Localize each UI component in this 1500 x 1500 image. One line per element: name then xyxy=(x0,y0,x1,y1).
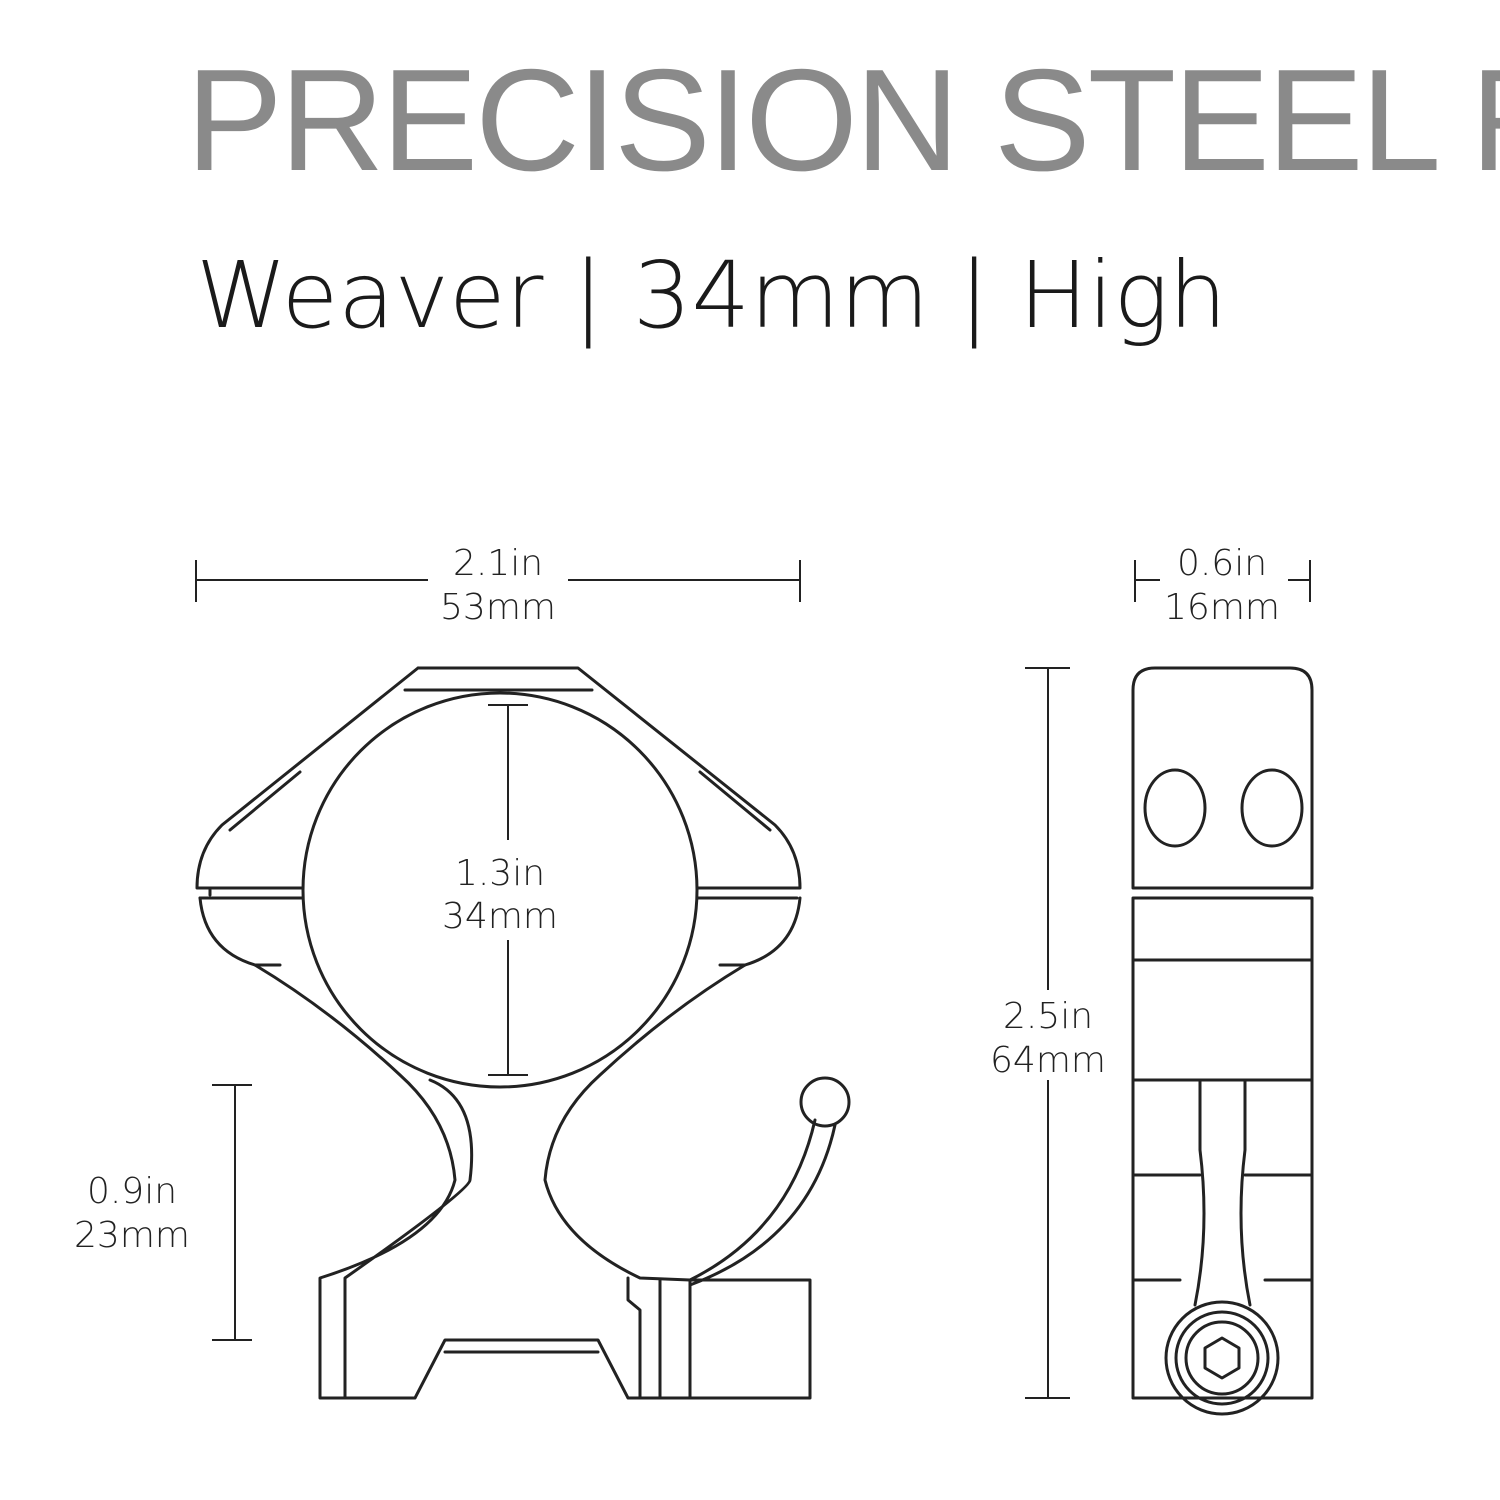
screw-hole-right xyxy=(1240,768,1304,848)
side-lever xyxy=(1193,1078,1252,1307)
side-cap xyxy=(1131,666,1314,890)
lever-knob xyxy=(799,1076,851,1128)
center-height-metric: 23mm xyxy=(74,1215,190,1256)
width-metric: 53mm xyxy=(440,587,556,628)
depth-dimension: 0.6in 16mm xyxy=(1134,543,1311,628)
hex-socket-icon xyxy=(1203,1336,1241,1380)
ring-body xyxy=(198,896,802,1400)
center-height-imperial: 0.9in xyxy=(87,1171,177,1212)
width-dimension: 2.1in 53mm xyxy=(195,543,801,628)
scope-tube-circle xyxy=(301,691,699,1089)
ring-cap xyxy=(195,666,802,890)
front-view: 2.1in 53mm 1.3in 34mm 0.9in 23mm xyxy=(74,543,851,1400)
total-height-metric: 64mm xyxy=(990,1040,1106,1081)
clamp-lever xyxy=(688,1118,837,1287)
depth-imperial: 0.6in xyxy=(1177,543,1267,584)
width-imperial: 2.1in xyxy=(453,543,543,584)
weaver-base xyxy=(343,1276,812,1400)
total-height-imperial: 2.5in xyxy=(1003,996,1093,1037)
ring-diameter-imperial: 1.3in xyxy=(455,853,545,894)
ring-diameter-dimension: 1.3in 34mm xyxy=(442,704,558,1076)
lever-nut-outer xyxy=(1164,1300,1280,1416)
side-body xyxy=(1131,896,1314,1400)
ring-diameter-metric: 34mm xyxy=(442,896,558,937)
product-subtitle: Weaver | 34mm | High xyxy=(196,242,1227,349)
total-height-dimension: 2.5in 64mm xyxy=(990,667,1106,1399)
screw-hole-left xyxy=(1143,768,1207,848)
product-title: PRECISION STEEL R xyxy=(186,39,1500,201)
side-view: 0.6in 16mm 2.5in 64mm xyxy=(990,543,1314,1416)
depth-metric: 16mm xyxy=(1164,587,1280,628)
center-height-dimension: 0.9in 23mm xyxy=(74,1084,252,1341)
